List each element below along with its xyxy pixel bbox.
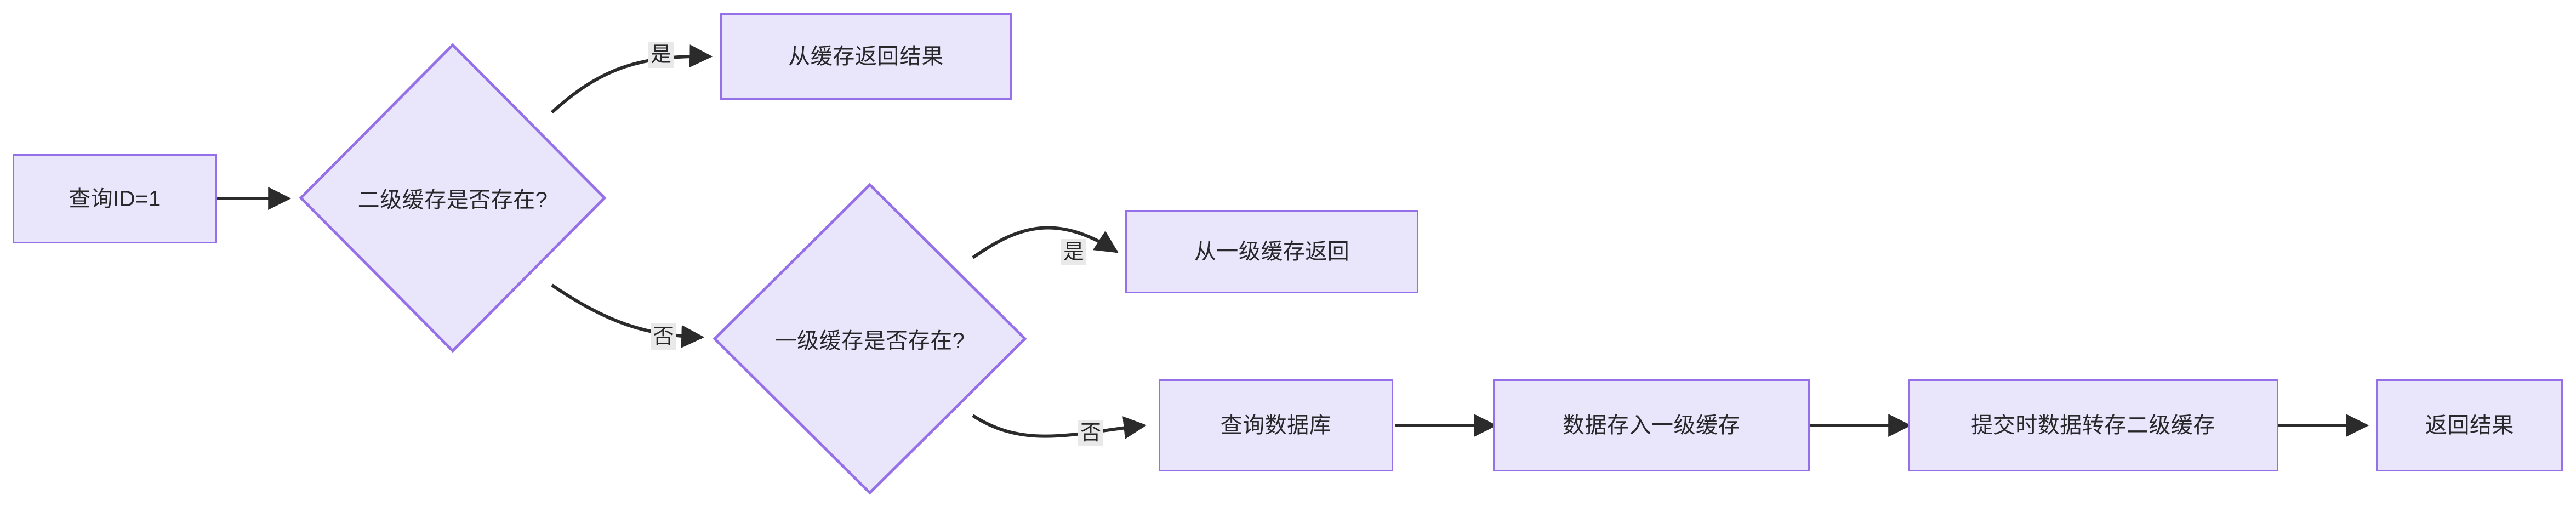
node-result[interactable]: 返回结果 — [2376, 379, 2563, 471]
edge-label-yes-l2: 是 — [648, 42, 674, 68]
diamond-shape-l1check — [713, 183, 1027, 495]
node-l2check-label: 二级缓存是否存在? — [357, 188, 548, 212]
edge-label-no-l1: 否 — [1078, 420, 1104, 446]
node-l2check[interactable]: 二级缓存是否存在? — [299, 43, 607, 353]
node-fromcache[interactable]: 从缓存返回结果 — [720, 13, 1012, 100]
node-querydb[interactable]: 查询数据库 — [1159, 379, 1393, 471]
node-start[interactable]: 查询ID=1 — [13, 154, 217, 243]
node-storel1[interactable]: 数据存入一级缓存 — [1493, 379, 1810, 471]
node-l1check[interactable]: 一级缓存是否存在? — [713, 183, 1027, 495]
node-commitl2[interactable]: 提交时数据转存二级缓存 — [1908, 379, 2278, 471]
node-start-label: 查询ID=1 — [69, 186, 161, 211]
node-querydb-label: 查询数据库 — [1220, 413, 1332, 437]
node-froml1-label: 从一级缓存返回 — [1194, 240, 1350, 264]
diamond-shape-l2check — [299, 43, 607, 353]
node-froml1[interactable]: 从一级缓存返回 — [1125, 210, 1418, 293]
node-result-label: 返回结果 — [2425, 413, 2514, 437]
edge-label-no-l2: 否 — [650, 323, 676, 350]
edge-label-yes-l1: 是 — [1061, 239, 1087, 265]
node-commitl2-label: 提交时数据转存二级缓存 — [1971, 413, 2215, 437]
node-l1check-label: 一级缓存是否存在? — [774, 329, 965, 353]
node-fromcache-label: 从缓存返回结果 — [788, 44, 944, 69]
node-storel1-label: 数据存入一级缓存 — [1563, 413, 1740, 437]
